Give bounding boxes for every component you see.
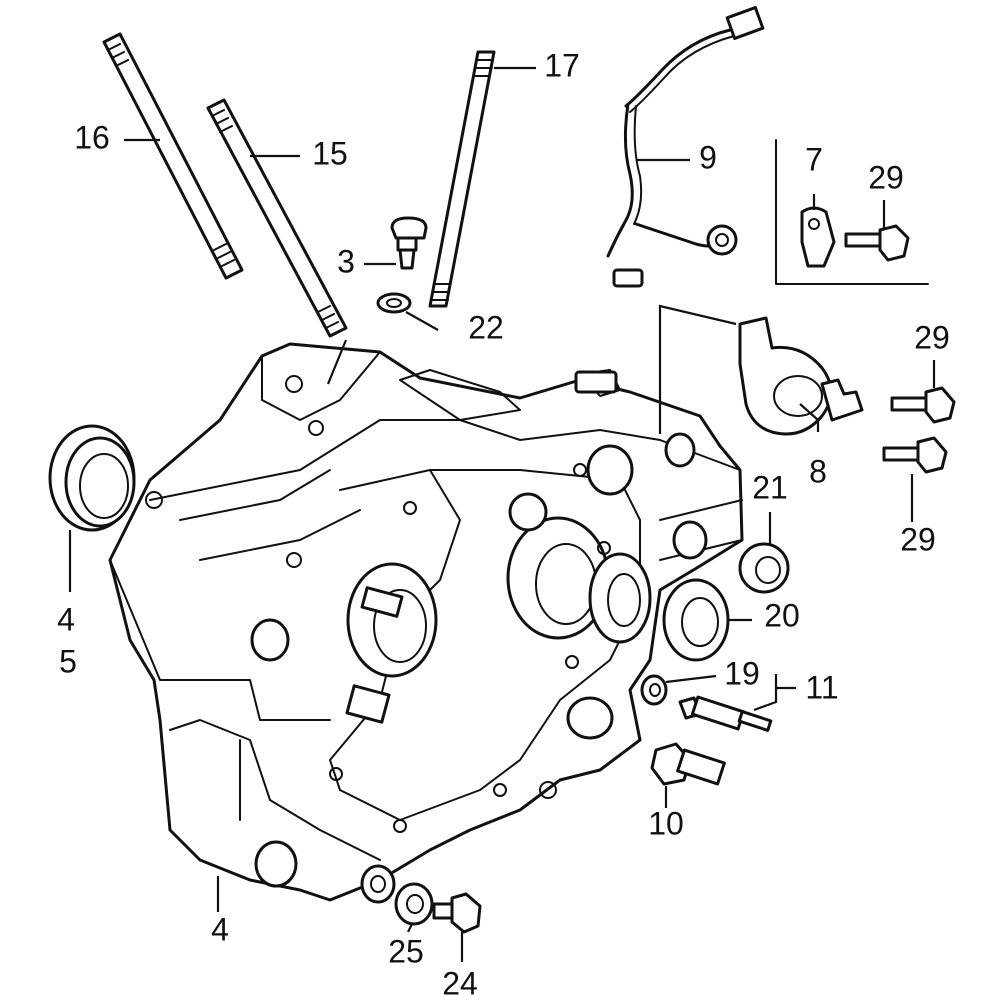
callout-5: 5	[59, 643, 77, 679]
drain-bolt-24	[432, 892, 482, 934]
callout-25: 25	[388, 933, 424, 969]
washer-19	[640, 674, 668, 706]
bolt-29-c	[882, 436, 948, 474]
bracket-7	[800, 206, 836, 268]
callout-4-seal: 4	[57, 601, 75, 637]
switch-11	[678, 695, 773, 732]
callout-7: 7	[805, 141, 823, 177]
callout-21: 21	[752, 469, 788, 505]
callout-29-a: 29	[868, 159, 904, 195]
sensor-wire-9	[606, 6, 765, 288]
callout-10: 10	[648, 805, 684, 841]
callout-29-c: 29	[900, 521, 936, 557]
callout-22: 22	[468, 309, 504, 345]
switch-10	[650, 742, 726, 786]
callout-4-case: 4	[211, 911, 229, 947]
stud-bolt-17	[428, 50, 496, 308]
callout-17: 17	[544, 47, 580, 83]
callout-15: 15	[312, 135, 348, 171]
callout-8: 8	[809, 453, 827, 489]
callout-20: 20	[764, 597, 800, 633]
bolt-29-b	[890, 386, 956, 424]
dowel-pin-3	[390, 216, 428, 270]
leader-lines	[68, 66, 936, 962]
oil-seal-left	[48, 424, 136, 532]
callout-16: 16	[74, 119, 110, 155]
washer-25	[394, 882, 434, 926]
callout-24: 24	[442, 965, 478, 1000]
stud-bolt-15	[206, 98, 348, 338]
bolt-29-a	[844, 224, 910, 262]
callout-19: 19	[724, 655, 760, 691]
plate-bracket-8	[738, 316, 864, 436]
crankcase-4	[108, 342, 744, 902]
callout-3: 3	[337, 243, 355, 279]
callout-9: 9	[699, 139, 717, 175]
callout-labels: 16 15 17 3 22 9 7 29 29 8 21 29 20 19 11…	[57, 47, 950, 1000]
callout-11: 11	[805, 669, 838, 705]
callout-29-b: 29	[914, 319, 950, 355]
washer-22	[376, 292, 412, 314]
oil-seal-20	[662, 578, 730, 662]
bolt-plug-bottom	[360, 864, 396, 904]
bracket-box	[775, 139, 929, 285]
stud-bolt-16	[102, 32, 244, 280]
bearing-21	[738, 542, 790, 594]
